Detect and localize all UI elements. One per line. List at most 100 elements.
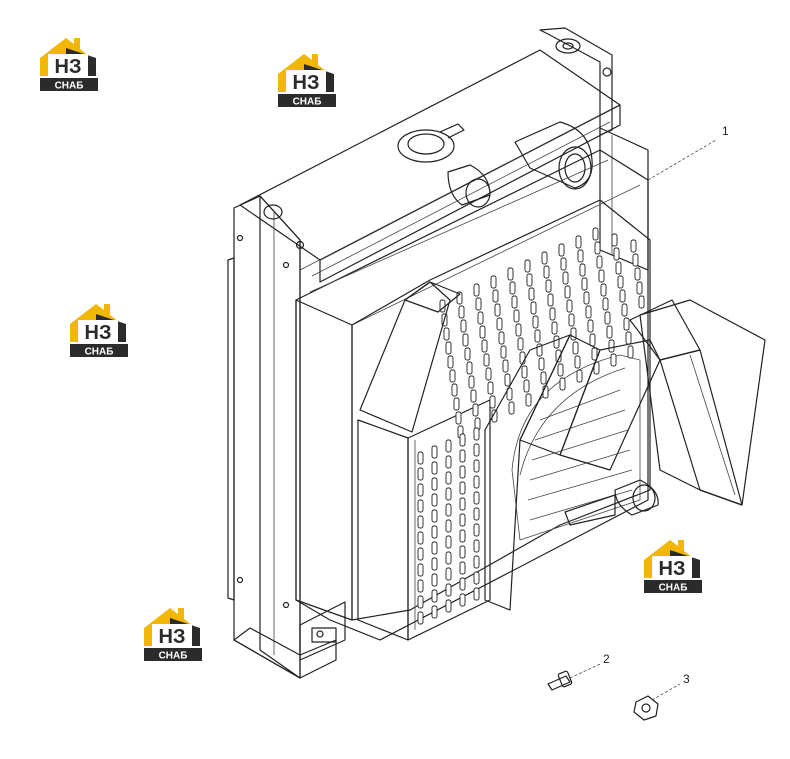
grille-slot bbox=[581, 277, 588, 291]
grille-slot bbox=[592, 227, 599, 241]
grille-slot bbox=[431, 525, 438, 539]
grille-slot bbox=[583, 291, 590, 305]
grille-slot bbox=[417, 531, 424, 545]
grille-slot bbox=[473, 475, 480, 489]
grille-slot bbox=[445, 551, 452, 565]
grille-slot bbox=[459, 465, 466, 479]
grille-slot bbox=[630, 239, 637, 253]
grille-slot bbox=[468, 375, 475, 389]
grille-slot bbox=[445, 487, 452, 501]
logo-letters: НЗ bbox=[85, 322, 112, 344]
grille-slot bbox=[589, 333, 596, 347]
grille-slot bbox=[481, 339, 488, 353]
grille-slot bbox=[475, 297, 482, 311]
grille-slot bbox=[417, 595, 424, 609]
grille-slot bbox=[619, 289, 626, 303]
nut bbox=[633, 695, 659, 721]
grille-slot bbox=[483, 353, 490, 367]
left-frame bbox=[227, 195, 305, 679]
callout-3: 3 bbox=[683, 672, 690, 686]
grille-slot bbox=[459, 529, 466, 543]
grille-slot bbox=[598, 269, 605, 283]
grille-slot bbox=[564, 285, 571, 299]
grille-slot bbox=[431, 509, 438, 523]
grille-slot bbox=[459, 497, 466, 511]
logo-letters: НЗ bbox=[659, 558, 686, 580]
bottom-foot bbox=[233, 601, 346, 679]
grille-slot bbox=[431, 557, 438, 571]
grille-slot bbox=[494, 303, 501, 317]
grille-slot bbox=[459, 433, 466, 447]
grille-slot bbox=[507, 267, 514, 281]
grille-slot bbox=[579, 263, 586, 277]
leader-line-1 bbox=[647, 139, 717, 181]
grille-slot bbox=[417, 467, 424, 481]
grille-slot bbox=[459, 545, 466, 559]
grille-slot bbox=[445, 471, 452, 485]
grille-slot bbox=[473, 443, 480, 457]
grille-slot bbox=[445, 439, 452, 453]
grille-slot bbox=[610, 353, 617, 367]
side-tank bbox=[599, 127, 649, 271]
grille-slot bbox=[431, 573, 438, 587]
grille-slot bbox=[613, 247, 620, 261]
grille-slot bbox=[576, 369, 583, 383]
grille-slot bbox=[472, 403, 479, 417]
top-tank bbox=[239, 49, 621, 283]
logo-caption: СНАБ bbox=[55, 81, 84, 92]
grille-slot bbox=[473, 539, 480, 553]
grille-slot bbox=[538, 357, 545, 371]
grille-slot bbox=[417, 515, 424, 529]
grille-slot bbox=[528, 287, 535, 301]
grille-slot bbox=[496, 317, 503, 331]
grille-slot bbox=[636, 281, 643, 295]
grille-slot bbox=[459, 513, 466, 527]
grille-slot bbox=[445, 519, 452, 533]
grille-slot bbox=[521, 365, 528, 379]
grille-slot bbox=[530, 301, 537, 315]
house-logo-icon: НЗ СНАБ bbox=[40, 38, 98, 92]
rear-bracket bbox=[539, 27, 613, 136]
grille-slot bbox=[553, 335, 560, 349]
grille-slot bbox=[534, 329, 541, 343]
grille-slot bbox=[532, 315, 539, 329]
grille-slot bbox=[506, 387, 513, 401]
grille-slot bbox=[568, 313, 575, 327]
grille-slot bbox=[611, 233, 618, 247]
grille-slot bbox=[559, 377, 566, 391]
grille-slot bbox=[594, 241, 601, 255]
grille-slot bbox=[591, 347, 598, 361]
logo-letters: НЗ bbox=[55, 56, 82, 78]
grille-slot bbox=[431, 477, 438, 491]
grille-slot bbox=[587, 319, 594, 333]
bottom-outlet bbox=[564, 479, 659, 526]
grille-slot bbox=[627, 345, 634, 359]
right-duct bbox=[629, 299, 766, 506]
grille-slot bbox=[500, 345, 507, 359]
grille-slot bbox=[509, 281, 516, 295]
grille-slot bbox=[473, 491, 480, 505]
filler-cap bbox=[397, 123, 465, 163]
grille-slot bbox=[431, 541, 438, 555]
leader-line-2 bbox=[569, 663, 601, 679]
grille bbox=[417, 227, 645, 625]
grille-slot bbox=[551, 321, 558, 335]
grille-slot bbox=[577, 249, 584, 263]
grille-slot bbox=[625, 331, 632, 345]
grille-slot bbox=[477, 311, 484, 325]
grille-slot bbox=[543, 265, 550, 279]
logo-letters: НЗ bbox=[159, 626, 186, 648]
grille-slot bbox=[473, 283, 480, 297]
grille-slot bbox=[443, 327, 450, 341]
grille-slot bbox=[459, 593, 466, 607]
grille-slot bbox=[431, 493, 438, 507]
grille-slot bbox=[455, 411, 462, 425]
grille-slot bbox=[560, 257, 567, 271]
